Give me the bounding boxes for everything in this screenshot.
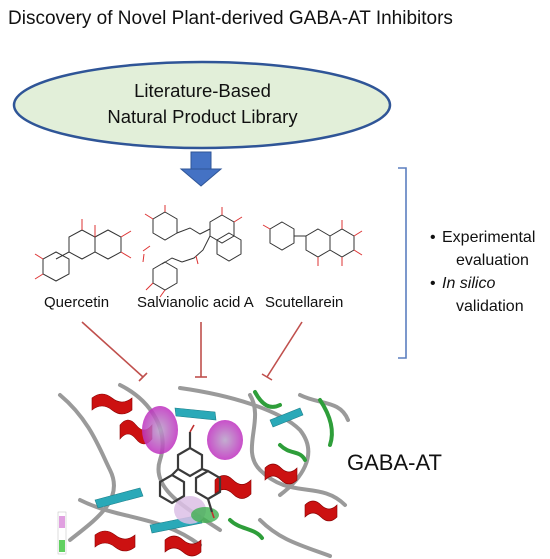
note-experimental-line1: Experimental <box>442 229 536 246</box>
library-label-line1: Literature-Based <box>134 80 271 101</box>
evaluation-notes: • Experimental evaluation • In silico va… <box>430 226 535 318</box>
compound-label-scutellarein: Scutellarein <box>265 294 344 311</box>
compound-label-salvianolic-acid-a: Salvianolic acid A <box>137 294 254 311</box>
bullet-icon: • <box>430 229 436 246</box>
note-in-silico-line1: In silico <box>442 275 496 292</box>
note-experimental-line2: evaluation <box>456 252 529 269</box>
down-arrow-icon <box>179 151 223 187</box>
inhibition-lines <box>81 321 303 382</box>
library-label: Literature-Based Natural Product Library <box>0 78 405 130</box>
compound-label-quercetin: Quercetin <box>44 294 110 311</box>
note-experimental: • Experimental <box>430 226 535 249</box>
evaluation-bracket <box>398 167 407 359</box>
salvianolic-acid-a-structure <box>142 205 243 298</box>
protein-docking-image <box>57 383 350 558</box>
quercetin-structure <box>34 219 132 282</box>
note-in-silico: • In silico <box>430 272 535 295</box>
library-label-line2: Natural Product Library <box>107 106 298 127</box>
bullet-icon: • <box>430 275 436 292</box>
note-in-silico-line2: validation <box>456 298 524 315</box>
target-label: GABA-AT <box>347 450 442 475</box>
diagram-title: Discovery of Novel Plant-derived GABA-AT… <box>8 8 453 29</box>
scutellarein-structure <box>262 220 363 266</box>
library-ellipse <box>12 60 392 150</box>
